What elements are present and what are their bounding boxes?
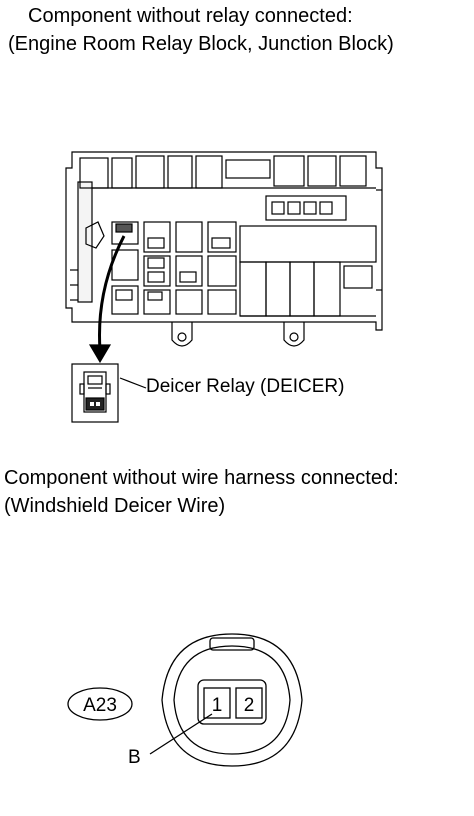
connector-code: A23 (83, 695, 117, 716)
relay-block-body (65, 151, 383, 347)
pin-2-label: 2 (244, 695, 255, 716)
connector-code-bubble (67, 687, 133, 721)
section2-subheading: (Windshield Deicer Wire) (4, 495, 226, 517)
section1-heading: Component without relay connected: (28, 5, 353, 27)
relay-leader-line (119, 377, 147, 389)
terminal-leader-line (149, 713, 213, 755)
windshield-deicer-connector (161, 633, 303, 767)
terminal-b-label: B (128, 747, 141, 768)
section1-subheading: (Engine Room Relay Block, Junction Block… (8, 33, 394, 55)
deicer-relay-connector (71, 363, 119, 423)
deicer-relay-label: Deicer Relay (DEICER) (146, 376, 345, 397)
section2-heading: Component without wire harness connected… (4, 467, 399, 489)
pointer-arrow (98, 235, 126, 351)
pin-1-label: 1 (212, 695, 223, 716)
